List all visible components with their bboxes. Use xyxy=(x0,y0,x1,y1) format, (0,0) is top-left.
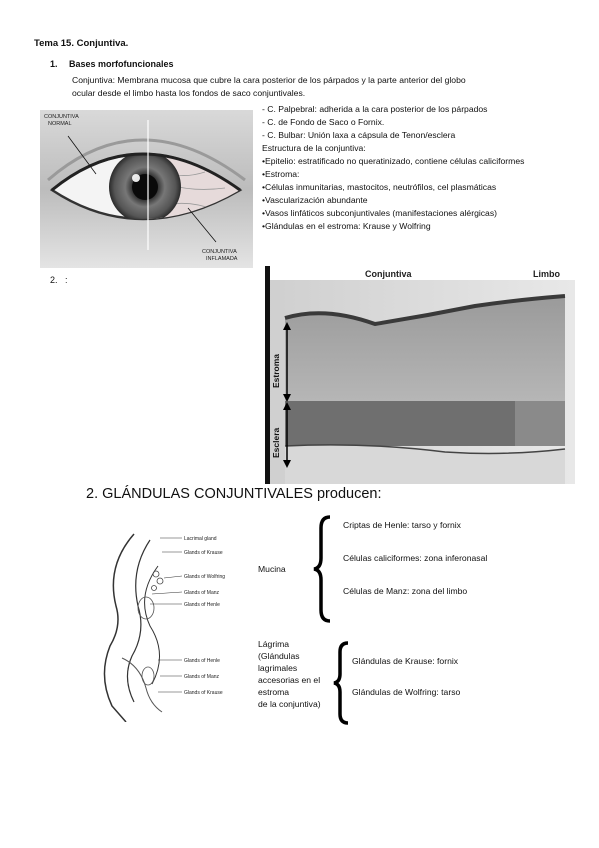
list-item: •Células inmunitarias, mastocitos, neutr… xyxy=(262,182,497,192)
list-item: •Vascularización abundante xyxy=(262,195,368,205)
eye-label-inflamed-2: INFLAMADA xyxy=(206,256,238,262)
gland-label: Glands of Henle xyxy=(184,658,220,664)
lagrima-label-line: estroma xyxy=(258,687,290,697)
mucina-item: Criptas de Henle: tarso y fornix xyxy=(343,520,461,530)
section-1-number: 1. xyxy=(50,59,58,69)
list-item: •Glándulas en el estroma: Krause y Wolfr… xyxy=(262,221,431,231)
gland-label: Glands of Manz xyxy=(184,590,220,596)
intro-line: ocular desde el limbo hasta los fondos d… xyxy=(72,88,306,98)
lagrima-label-line: Lágrima xyxy=(258,639,290,649)
lagrima-label: Lágrima (Glándulas lagrimales accesorias… xyxy=(258,638,336,710)
lagrima-label-line: lagrimales xyxy=(258,663,298,673)
gland-label: Glands of Krause xyxy=(184,550,223,556)
gland-label: Glands of Wolfring xyxy=(184,574,225,580)
lagrima-item: Glándulas de Wolfring: tarso xyxy=(352,687,461,697)
mucina-label: Mucina xyxy=(258,564,286,574)
gland-label: Glands of Henle xyxy=(184,602,220,608)
intro-paragraph: Conjuntiva: Membrana mucosa que cubre la… xyxy=(72,74,572,100)
list-item: - C. de Fondo de Saco o Fornix. xyxy=(262,117,385,127)
lagrima-brace xyxy=(333,641,349,725)
gland-label: Glands of Manz xyxy=(184,674,220,680)
section-1-heading: 1. Bases morfofuncionales xyxy=(50,59,174,69)
conjunctiva-structure-list: - C. Palpebral: adherida a la cara poste… xyxy=(262,103,582,233)
list-item: •Vasos linfáticos subconjuntivales (mani… xyxy=(262,208,497,218)
mucina-brace xyxy=(313,515,331,623)
histology-label-conjuntiva: Conjuntiva xyxy=(365,269,412,279)
gland-label: Lacrimal gland xyxy=(184,536,217,542)
section-2-number: 2. xyxy=(50,275,58,285)
histology-label-limbo: Limbo xyxy=(533,269,560,279)
section-2-text: : xyxy=(65,275,68,285)
list-item: •Epitelio: estratificado no queratinizad… xyxy=(262,156,525,166)
lagrima-label-line: accesorias en el xyxy=(258,675,321,685)
eye-illustration: CONJUNTIVA NORMAL CONJUNTIVA INFLAMADA xyxy=(40,110,253,268)
lagrima-label-line: de la conjuntiva) xyxy=(258,699,321,709)
list-item: Estructura de la conjuntiva: xyxy=(262,143,366,153)
intro-line: Conjuntiva: Membrana mucosa que cubre la… xyxy=(72,75,466,85)
eye-label-normal-1: CONJUNTIVA xyxy=(44,114,79,120)
list-item: - C. Palpebral: adherida a la cara poste… xyxy=(262,104,488,114)
histology-label-estroma: Estroma xyxy=(271,354,281,388)
mucina-item: Células de Manz: zona del limbo xyxy=(343,586,468,596)
gland-label: Glands of Krause xyxy=(184,690,223,696)
lagrima-item: Glándulas de Krause: fornix xyxy=(352,656,459,666)
glands-heading: 2. GLÁNDULAS CONJUNTIVALES producen: xyxy=(86,486,382,502)
eye-label-inflamed-1: CONJUNTIVA xyxy=(202,249,237,255)
mucina-item: Células caliciformes: zona inferonasal xyxy=(343,553,488,563)
document-title: Tema 15. Conjuntiva. xyxy=(34,38,129,49)
conjunctival-glands-diagram: Lacrimal gland Glands of Krause Glands o… xyxy=(103,533,225,722)
section-1-title: Bases morfofuncionales xyxy=(69,59,174,69)
histology-micrograph: Conjuntiva Limbo Estroma Esclera xyxy=(265,266,575,484)
histology-label-esclera: Esclera xyxy=(271,427,281,458)
list-item: - C. Bulbar: Unión laxa a cápsula de Ten… xyxy=(262,130,456,140)
section-2-item: 2. : xyxy=(50,275,68,285)
list-item: •Estroma: xyxy=(262,169,300,179)
lagrima-label-line: (Glándulas xyxy=(258,651,300,661)
eye-label-normal-2: NORMAL xyxy=(48,121,72,127)
